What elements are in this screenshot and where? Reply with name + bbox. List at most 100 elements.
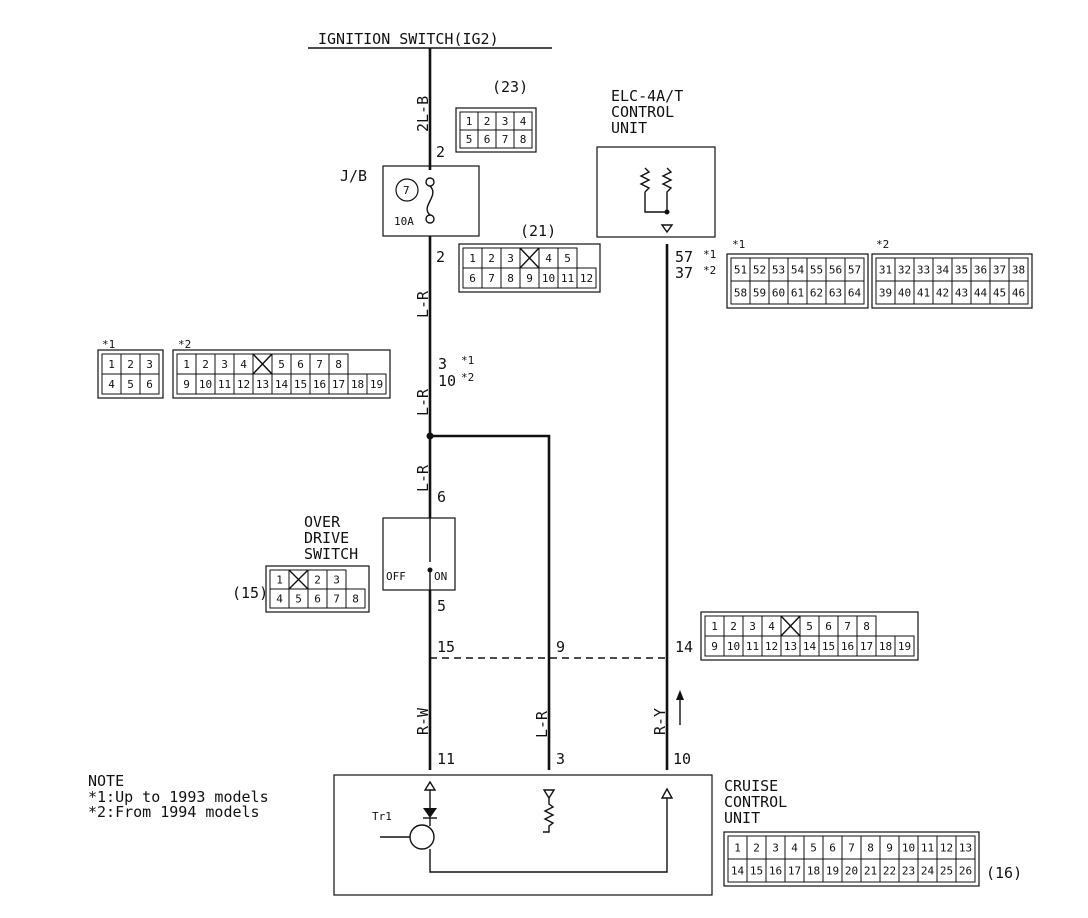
wire-color-lr-cc: L-R bbox=[533, 710, 551, 738]
terminal-od-in: 6 bbox=[437, 488, 446, 506]
connector-pin-label: 43 bbox=[955, 287, 968, 300]
connector-pin-label: 54 bbox=[791, 264, 805, 277]
connector-pin-label: 3 bbox=[772, 842, 779, 855]
connector-pin-label: 7 bbox=[848, 842, 855, 855]
connector-pin-label: 4 bbox=[768, 620, 775, 633]
connector-21-ref: (21) bbox=[520, 222, 556, 240]
connector-elc2-housing bbox=[871, 253, 1033, 309]
cc-transistor-label: Tr1 bbox=[372, 810, 392, 823]
terminal-cc3: 3 bbox=[556, 750, 565, 768]
connector-pin-label: 37 bbox=[993, 264, 1006, 277]
connector-pin-label: 9 bbox=[183, 378, 190, 391]
connector-cell bbox=[345, 588, 366, 609]
connector-pin-label: 3 bbox=[333, 574, 340, 587]
connector-pin-label: 3 bbox=[221, 358, 228, 371]
elc-resistor-1 bbox=[639, 167, 667, 213]
connector-pin-label: 5 bbox=[278, 358, 285, 371]
cc-terminal-10-arrow bbox=[660, 787, 674, 799]
connector-cell bbox=[139, 373, 160, 395]
connector-pin-label: 31 bbox=[879, 264, 892, 277]
cc-diode bbox=[423, 808, 437, 818]
connector-pin-label: 7 bbox=[502, 133, 509, 146]
terminal-jb-out: 2 bbox=[436, 248, 445, 266]
connector-pin-label: 56 bbox=[829, 264, 842, 277]
connector-pin-label: 34 bbox=[936, 264, 950, 277]
connector-pin-label: 10 bbox=[542, 272, 555, 285]
connector-pin-label: 32 bbox=[898, 264, 911, 277]
terminal-j14: 14 bbox=[675, 638, 693, 656]
connector-pin-label: 13 bbox=[959, 842, 972, 855]
connector-c21-housing bbox=[458, 243, 601, 293]
connector-pin-label: 10 bbox=[727, 640, 740, 653]
terminal-elc-37: 37 bbox=[675, 264, 693, 282]
jb-label: J/B bbox=[340, 167, 367, 185]
fuse-terminal-top bbox=[425, 177, 435, 187]
connector-pin-label: 2 bbox=[484, 115, 491, 128]
connector-pin-label: 5 bbox=[127, 378, 134, 391]
connector-pin-label: 15 bbox=[750, 865, 763, 878]
connector-pin-label: 13 bbox=[784, 640, 797, 653]
connector-pin-label: 60 bbox=[772, 287, 785, 300]
cc-terminal-11-arrow bbox=[423, 780, 437, 791]
connector-pin-label: 3 bbox=[146, 358, 153, 371]
cc-internal-wire bbox=[429, 798, 668, 873]
connector-pin-label: 2 bbox=[314, 574, 321, 587]
connector-pin-label: 52 bbox=[753, 264, 766, 277]
connector-pin-label: 4 bbox=[108, 378, 115, 391]
connector-pin-label: 51 bbox=[734, 264, 747, 277]
connector-pin-label: 1 bbox=[469, 252, 476, 265]
connector-pin-label: 1 bbox=[734, 842, 741, 855]
connector-pin-label: 4 bbox=[545, 252, 552, 265]
connector-pin-label: 9 bbox=[886, 842, 893, 855]
connector-pin-label: 8 bbox=[507, 272, 514, 285]
connector-pin-label: 19 bbox=[826, 865, 839, 878]
wire-color-rw: R-W bbox=[414, 707, 432, 735]
connector-pin-label: 3 bbox=[502, 115, 509, 128]
connector-cell bbox=[576, 267, 597, 289]
connector-pin-label: 10 bbox=[902, 842, 915, 855]
connector-pin-label: 5 bbox=[564, 252, 571, 265]
connector-pin-label: 17 bbox=[860, 640, 873, 653]
connector-pin-label: 12 bbox=[765, 640, 778, 653]
connector-pin-label: 9 bbox=[711, 640, 718, 653]
note-title: NOTE bbox=[88, 772, 124, 790]
connector-pin-label: 6 bbox=[469, 272, 476, 285]
connector-pin-label: 5 bbox=[295, 593, 302, 606]
connector-pin-label: 12 bbox=[580, 272, 593, 285]
connector-pin-label: 5 bbox=[806, 620, 813, 633]
connector-pin-label: 14 bbox=[275, 378, 289, 391]
connector-pin-label: 2 bbox=[488, 252, 495, 265]
cc-resistor bbox=[543, 798, 555, 833]
elc-title-3: UNIT bbox=[611, 119, 647, 137]
connector-pin-label: 58 bbox=[734, 287, 747, 300]
connector-pin-label: 5 bbox=[810, 842, 817, 855]
connector-pin-label: 24 bbox=[921, 865, 935, 878]
connector-pin-label: 1 bbox=[466, 115, 473, 128]
connector-cell bbox=[955, 858, 976, 883]
connector-pin-label: 6 bbox=[297, 358, 304, 371]
connector-pin-label: 63 bbox=[829, 287, 842, 300]
cruise-title-3: UNIT bbox=[724, 809, 760, 827]
connector-pin-label: 46 bbox=[1012, 287, 1025, 300]
connector-mid-housing bbox=[700, 611, 919, 661]
connector-pin-label: 6 bbox=[829, 842, 836, 855]
od-switch-title-1: OVER bbox=[304, 513, 341, 531]
connector-pin-label: 11 bbox=[561, 272, 574, 285]
od-switch-box bbox=[382, 517, 456, 591]
connector-pin-label: 15 bbox=[294, 378, 307, 391]
connector-pin-label: 41 bbox=[917, 287, 930, 300]
connector-pin-label: 18 bbox=[351, 378, 364, 391]
connector-left1-tag: *1 bbox=[102, 338, 115, 351]
connector-pin-label: 33 bbox=[917, 264, 930, 277]
cruise-title-1: CRUISE bbox=[724, 777, 778, 795]
terminal-cc10: 10 bbox=[673, 750, 691, 768]
connector-pin-label: 18 bbox=[807, 865, 820, 878]
connector-pin-label: 5 bbox=[466, 133, 473, 146]
note-line-1: *1:Up to 1993 models bbox=[88, 788, 269, 806]
connector-pin-label: 39 bbox=[879, 287, 892, 300]
